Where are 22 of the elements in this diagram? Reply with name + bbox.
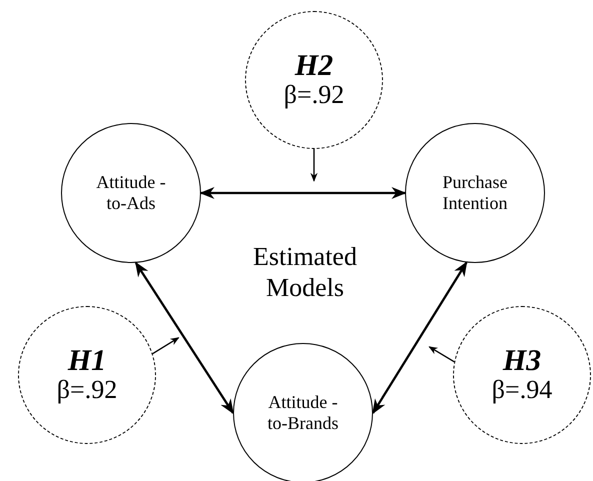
hypothesis-label: H1: [68, 346, 106, 376]
pointer-arrow: [428, 346, 455, 362]
construct-label: Attitude -to-Ads: [95, 172, 167, 214]
double-headed-arrow: [200, 187, 406, 199]
double-headed-arrow: [372, 261, 468, 414]
construct-label: Attitude -to-Brands: [266, 392, 340, 434]
construct-circle: [233, 343, 373, 481]
center-label: Estimated Models: [252, 241, 358, 304]
pointer-arrow: [310, 149, 318, 182]
beta-coefficient: β=.92: [56, 376, 118, 404]
beta-coefficient: β=.92: [284, 81, 344, 109]
hypothesis-circle: [453, 306, 591, 444]
hypothesis-circle: [18, 306, 156, 444]
hypothesis-label: H3: [502, 346, 542, 376]
double-headed-arrow: [134, 262, 234, 414]
construct-circle: [405, 123, 545, 263]
pointer-arrow: [152, 337, 180, 354]
hypothesis-label: H2: [294, 51, 334, 82]
beta-coefficient: β=.94: [492, 376, 552, 404]
construct-label: Purchase Intention: [442, 172, 508, 214]
hypothesis-circle: [245, 11, 383, 149]
construct-circle: [61, 123, 201, 263]
